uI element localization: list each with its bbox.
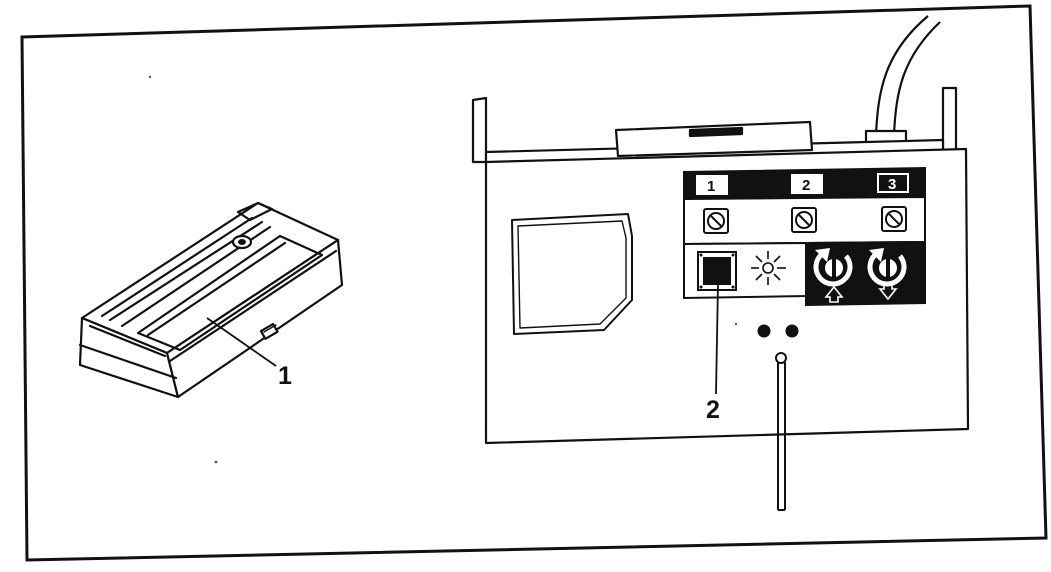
scan-speck: [214, 460, 218, 464]
remote-transmitter-icon: [78, 201, 344, 399]
channel-2-box: [791, 174, 823, 194]
light-burst-icon: [751, 251, 786, 285]
callout-1-leader: [206, 317, 277, 367]
channel-1-label: 1: [707, 178, 715, 195]
channel-2-label: 2: [802, 177, 810, 194]
scan-speck: [148, 75, 152, 79]
learn-button: [697, 251, 737, 291]
screw-icon: [791, 207, 817, 233]
screw-icon: [703, 208, 729, 234]
channel-3-label: 3: [888, 176, 896, 193]
rotate-up-icon: [813, 248, 853, 303]
callout-1-label: 1: [278, 362, 292, 390]
screw-icon: [881, 206, 907, 232]
callout-2-label: 2: [706, 396, 720, 424]
indicator-hole: [757, 324, 771, 338]
antenna-wire-icon: [775, 352, 787, 511]
scan-speck: [734, 322, 738, 326]
control-panel: 1 2 3: [683, 166, 926, 307]
callout-2-leader: [715, 282, 719, 395]
channel-1-box: [696, 175, 728, 195]
channel-3-box: [877, 173, 909, 193]
rotate-down-icon: [867, 248, 907, 301]
indicator-hole: [785, 324, 799, 338]
